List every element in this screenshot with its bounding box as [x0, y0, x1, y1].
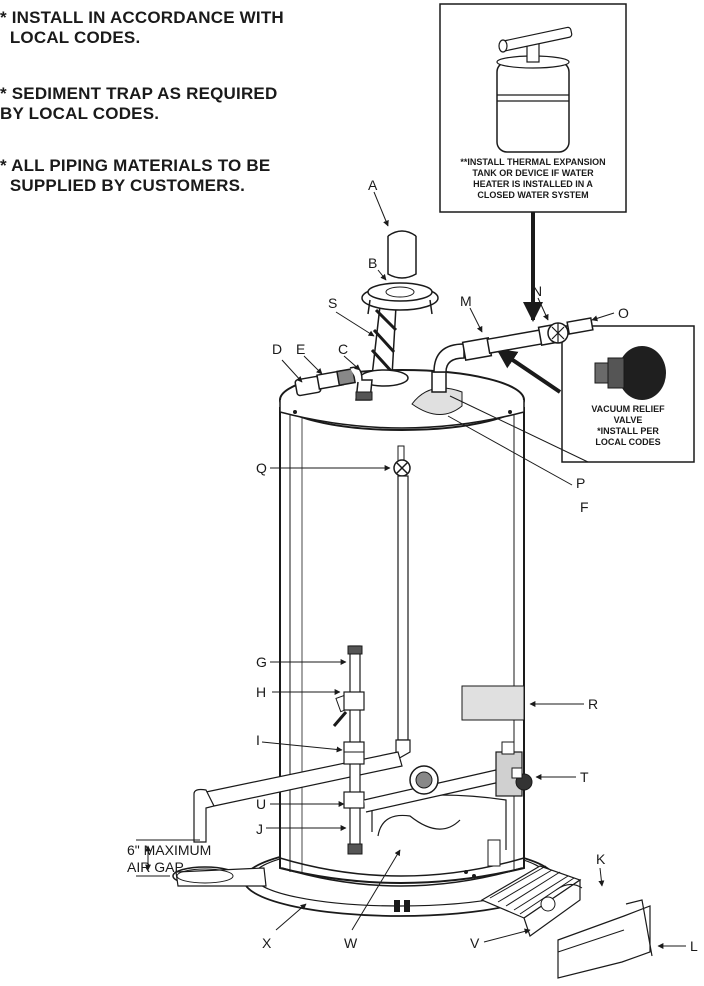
callout-c: C [338, 341, 348, 357]
callout-b: B [368, 255, 377, 271]
callout-k: K [596, 851, 606, 867]
callout-x: X [262, 935, 272, 951]
expansion-caption-line-4: CLOSED WATER SYSTEM [477, 190, 588, 200]
air-gap-label: 6" MAXIMUM AIR GAP [127, 842, 212, 875]
hot-water-outlet [411, 317, 594, 415]
gas-control-valve [495, 741, 533, 797]
expansion-tank-icon [496, 26, 573, 153]
leader-lines [261, 191, 686, 949]
callout-h: H [256, 684, 266, 700]
burner-assembly [480, 865, 583, 937]
callout-i: I [256, 732, 260, 748]
callout-a: A [368, 177, 378, 193]
callout-n: N [532, 283, 542, 299]
expansion-caption-line-3: HEATER IS INSTALLED IN A [473, 179, 593, 189]
callout-g: G [256, 654, 267, 670]
note-piping-materials: * ALL PIPING MATERIALS TO BE SUPPLIED BY… [0, 156, 271, 195]
vacuum-caption-line-1: VACUUM RELIEF [591, 404, 665, 414]
vacuum-arrow [496, 348, 562, 394]
callout-o: O [618, 305, 629, 321]
expansion-caption-line-1: **INSTALL THERMAL EXPANSION [460, 157, 605, 167]
expansion-tank-box: **INSTALL THERMAL EXPANSION TANK OR DEVI… [439, 3, 627, 213]
vacuum-caption-line-4: LOCAL CODES [595, 437, 660, 447]
vacuum-caption-line-2: VALVE [614, 415, 643, 425]
note-local-codes: * INSTALL IN ACCORDANCE WITH LOCAL CODES… [0, 8, 284, 47]
air-gap-dimension [136, 839, 200, 877]
callout-u: U [256, 796, 266, 812]
vacuum-caption-line-3: *INSTALL PER [597, 426, 659, 436]
callout-l: L [690, 938, 698, 954]
expansion-caption-line-2: TANK OR DEVICE IF WATER [472, 168, 594, 178]
callout-f: F [580, 499, 589, 515]
callout-m: M [460, 293, 472, 309]
callout-letters: A B S C E D M N O P F Q G H I U J R T K … [256, 177, 698, 954]
flue-assembly [359, 230, 439, 387]
callout-v: V [470, 935, 480, 951]
callout-s: S [328, 295, 337, 311]
note-sediment-trap: * SEDIMENT TRAP AS REQUIRED BY LOCAL COD… [0, 84, 278, 123]
drain-valve-port [409, 765, 439, 795]
vacuum-relief-valve-icon [594, 346, 666, 400]
callout-q: Q [256, 460, 267, 476]
cold-water-inlet [294, 366, 373, 401]
callout-d: D [272, 341, 282, 357]
callout-t: T [580, 769, 589, 785]
callout-e: E [296, 341, 305, 357]
outer-door [557, 899, 653, 979]
vacuum-relief-box: VACUUM RELIEF VALVE *INSTALL PER LOCAL C… [561, 325, 695, 463]
callout-j: J [256, 821, 263, 837]
callout-r: R [588, 696, 598, 712]
callout-p: P [576, 475, 585, 491]
callout-w: W [344, 935, 358, 951]
